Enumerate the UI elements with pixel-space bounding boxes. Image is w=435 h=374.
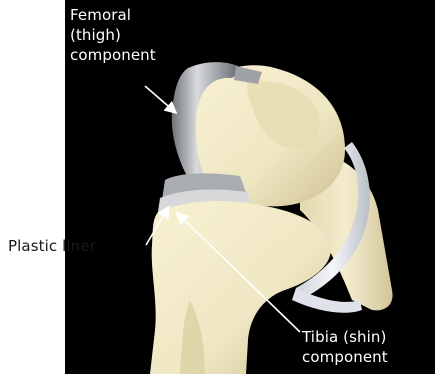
tibia-component-label: Tibia (shin) component (302, 327, 388, 367)
femoral-component-label: Femoral (thigh) component (70, 5, 156, 65)
femoral-label-line-2: (thigh) (70, 25, 156, 45)
tibia-label-line-2: component (302, 347, 388, 367)
plastic-liner-label: Plastic liner (8, 236, 96, 256)
tibia-label-line-1: Tibia (shin) (302, 327, 388, 347)
femoral-label-line-3: component (70, 45, 156, 65)
femoral-label-line-1: Femoral (70, 5, 156, 25)
